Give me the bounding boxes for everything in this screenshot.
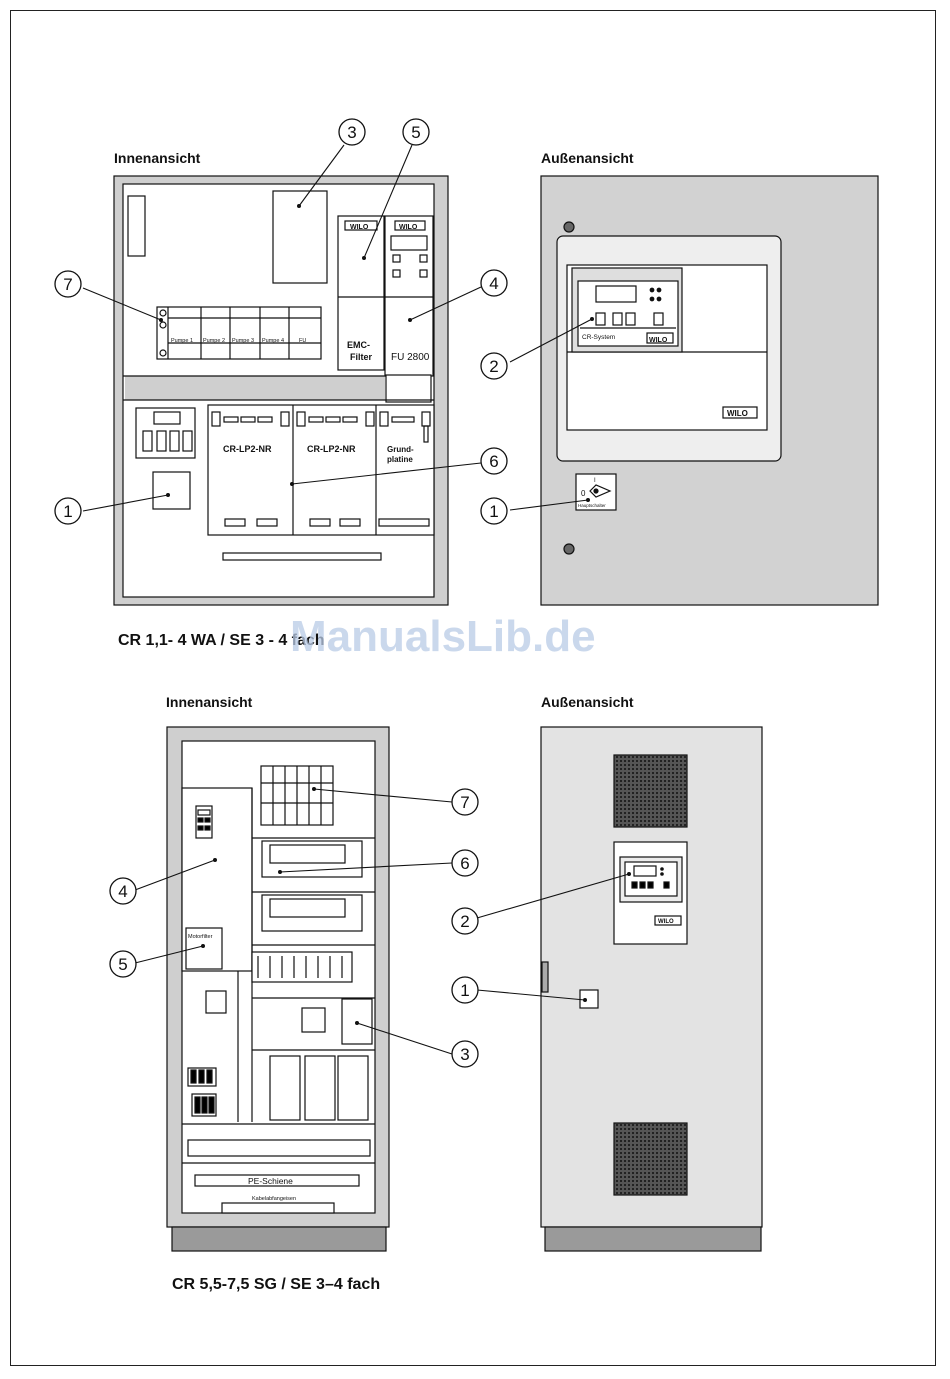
motorfilter-label: Motorfilter: [188, 934, 213, 940]
callout-3-top: 3: [338, 118, 366, 146]
grund-label-1: Grund-: [387, 445, 414, 454]
outer-bottom-text: WILO: [658, 919, 674, 925]
cabinet-outer-bottom: [540, 726, 763, 1252]
svg-text:1: 1: [489, 502, 498, 521]
pump-label: Pumpe 4: [262, 338, 284, 344]
callout-3-bottom: 3: [451, 1040, 479, 1068]
inner-bottom-text: Motorfilter PE-Schiene Kabelabfangeisen: [188, 934, 296, 1202]
callout-4-top: 4: [480, 269, 508, 297]
outer-top-text: CR-System WILO WILO I 0 Hauptschalter: [578, 334, 748, 508]
leader-lines-outer-top: [509, 318, 593, 511]
cr-system-label: CR-System: [582, 334, 615, 341]
leader-lines-outer-bottom: [476, 873, 630, 1001]
svg-text:2: 2: [460, 912, 469, 931]
cabinet-inner-bottom: [166, 726, 390, 1252]
callout-2-top: 2: [480, 352, 508, 380]
callout-4-bottom: 4: [109, 877, 137, 905]
page-frame: [10, 10, 936, 1366]
callouts: 3 5 7 4 2 6 1 1 7 6 4 2 5 1 3: [54, 118, 508, 1068]
svg-text:7: 7: [63, 275, 72, 294]
main-switch-label: Hauptschalter: [578, 503, 606, 508]
svg-text:3: 3: [460, 1045, 469, 1064]
emc-label-1: EMC-: [347, 340, 370, 350]
switch-on-label: I: [594, 478, 596, 484]
leader-lines-inner-bottom: [134, 788, 453, 1055]
svg-text:7: 7: [460, 793, 469, 812]
callout-5-bottom: 5: [109, 950, 137, 978]
switch-off-label: 0: [581, 489, 586, 498]
cabinet-outer-top: [540, 175, 879, 606]
leader-lines-inner-top: [82, 144, 482, 512]
kabelabfangeisen-label: Kabelabfangeisen: [252, 1196, 296, 1202]
brand-label: WILO: [350, 224, 369, 231]
callout-1-top-right: 1: [480, 497, 508, 525]
svg-text:4: 4: [489, 274, 498, 293]
callout-1-top-left: 1: [54, 497, 82, 525]
leader-dots: [159, 204, 412, 497]
heading-outer-top: Außenansicht: [541, 150, 634, 166]
callout-5-top: 5: [402, 118, 430, 146]
pe-schiene-label: PE-Schiene: [248, 1176, 293, 1186]
callout-7-top: 7: [54, 270, 82, 298]
callout-6-top: 6: [480, 447, 508, 475]
pump-label: Pumpe 2: [203, 338, 225, 344]
caption-top: CR 1,1- 4 WA / SE 3 - 4 fach: [118, 632, 325, 649]
callout-1-bottom: 1: [451, 976, 479, 1004]
caption-bottom: CR 5,5-7,5 SG / SE 3–4 fach: [172, 1276, 381, 1293]
svg-text:1: 1: [63, 502, 72, 521]
emc-label-2: Filter: [350, 352, 373, 362]
heading-inner-bottom: Innenansicht: [166, 694, 253, 710]
heading-inner-top: Innenansicht: [114, 150, 201, 166]
main-switch-knob: [589, 484, 612, 498]
fu-label: FU 2800: [391, 352, 430, 363]
inner-top-text: WILO WILO EMC- Filter FU 2800 CR-LP2-NR …: [171, 224, 430, 464]
svg-text:6: 6: [489, 452, 498, 471]
brand-label: WILO: [727, 409, 748, 418]
heading-outer-bottom: Außenansicht: [541, 694, 634, 710]
cr-lp2-nr-label-2: CR-LP2-NR: [307, 444, 356, 454]
svg-text:1: 1: [460, 981, 469, 1000]
pump-label: Pumpe 3: [232, 338, 254, 344]
svg-text:4: 4: [118, 882, 127, 901]
pump-label: Pumpe 1: [171, 338, 193, 344]
cr-lp2-nr-label-1: CR-LP2-NR: [223, 444, 272, 454]
callout-6-bottom: 6: [451, 849, 479, 877]
svg-text:6: 6: [460, 854, 469, 873]
brand-label: WILO: [658, 919, 674, 925]
svg-text:3: 3: [347, 123, 356, 142]
svg-text:5: 5: [118, 955, 127, 974]
brand-label: WILO: [399, 224, 418, 231]
svg-text:2: 2: [489, 357, 498, 376]
callout-2-bottom: 2: [451, 907, 479, 935]
pump-label: FU: [299, 338, 306, 344]
svg-text:5: 5: [411, 123, 420, 142]
cabinet-inner-top: [113, 175, 449, 606]
grund-label-2: platine: [387, 455, 413, 464]
watermark: ManualsLib.de: [290, 612, 596, 661]
callout-7-bottom: 7: [451, 788, 479, 816]
brand-label: WILO: [649, 337, 668, 344]
